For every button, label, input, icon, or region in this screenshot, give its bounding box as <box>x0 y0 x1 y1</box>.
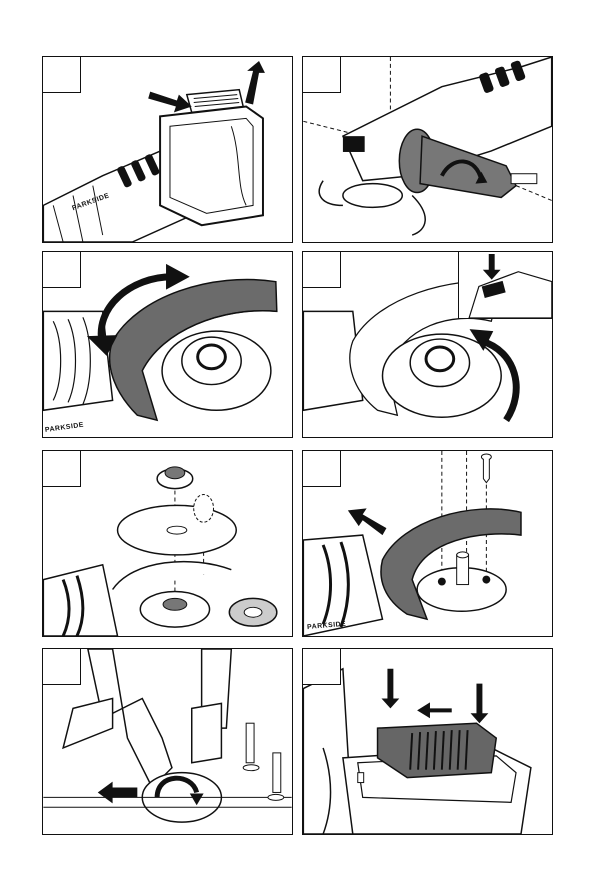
figure-panel-5 <box>42 450 293 637</box>
release-button-detail <box>459 252 552 318</box>
sliding-switch <box>378 723 497 777</box>
screw <box>481 454 491 483</box>
lift-arrow <box>245 61 265 105</box>
threaded-rod <box>243 723 284 800</box>
figure-panel-4 <box>302 251 553 438</box>
figure-panel-8 <box>302 648 553 835</box>
press-arrow <box>148 92 192 113</box>
support-flange <box>229 598 276 626</box>
step-number-box <box>43 451 81 487</box>
step-number-box <box>43 649 81 685</box>
figure-panel-3: PARKSIDE <box>42 251 293 438</box>
clamping-nut <box>157 467 193 489</box>
step-number-box <box>303 252 341 288</box>
step-number-box <box>303 649 341 685</box>
figure-panel-6: PARKSIDE <box>302 450 553 637</box>
slide-arrow <box>417 702 452 718</box>
press-arrows <box>381 669 488 723</box>
grinding-disc <box>118 495 237 555</box>
direction-arrow <box>98 782 138 804</box>
grinder-body <box>122 698 221 822</box>
figure-panel-7 <box>42 648 293 835</box>
step-number-box <box>303 57 341 93</box>
figure-panel-2 <box>302 56 553 243</box>
spindle-flange <box>113 562 232 627</box>
step-number-box <box>43 252 81 288</box>
release-button-inset <box>458 252 552 319</box>
brand-logo: PARKSIDE <box>45 422 85 434</box>
figure-panel-1: PARKSIDE <box>42 56 293 243</box>
spindle <box>417 552 506 611</box>
switch-block <box>343 136 365 152</box>
step-number-box <box>303 451 341 487</box>
spindle-flange <box>162 331 271 410</box>
direction-arrow <box>348 508 387 535</box>
step-number-box <box>43 57 81 93</box>
